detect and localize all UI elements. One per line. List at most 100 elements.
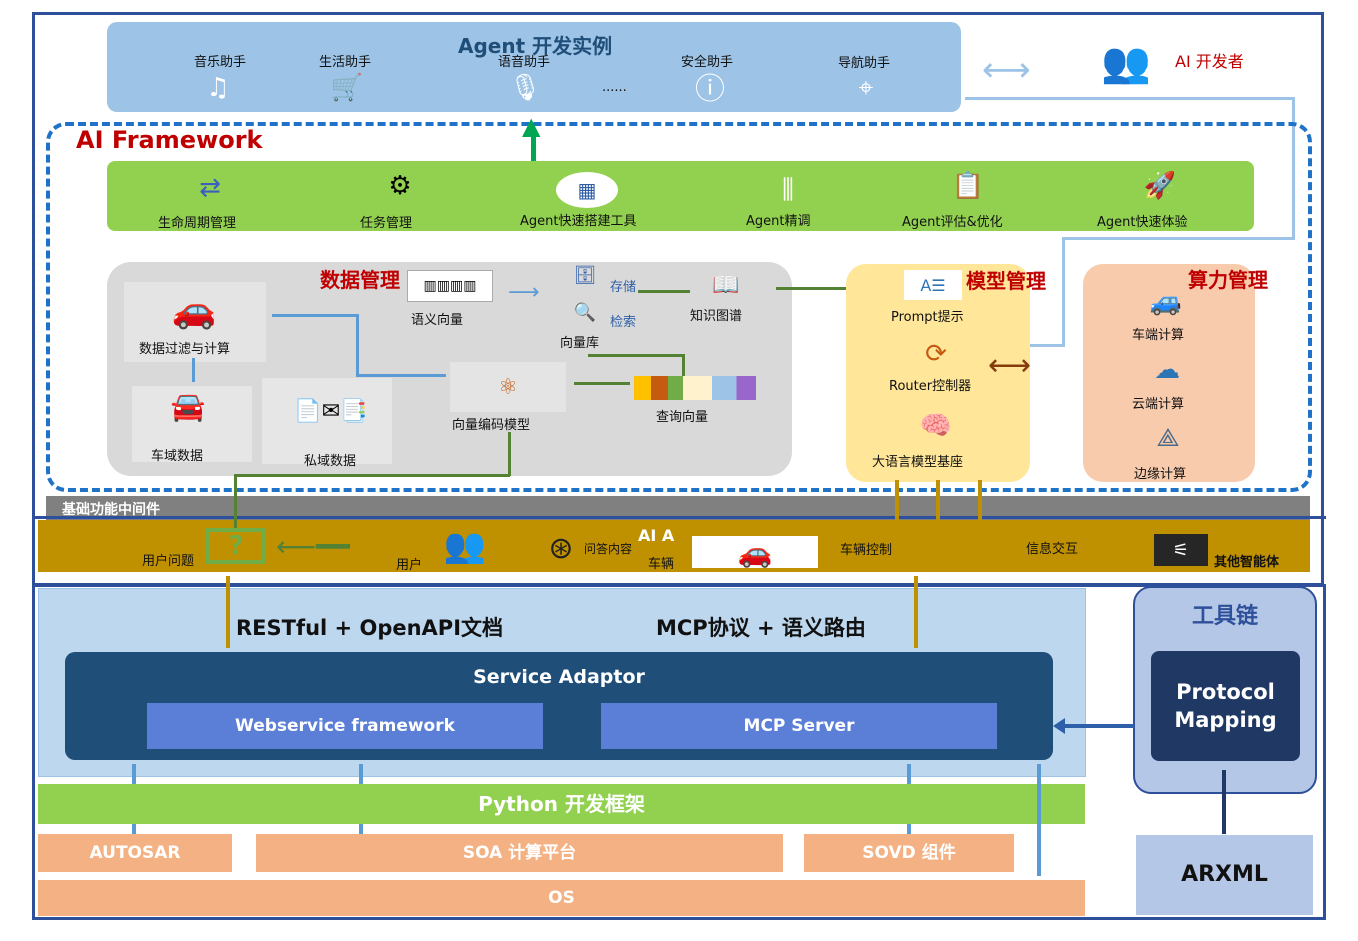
bidirectional-arrow bbox=[359, 764, 363, 784]
semantic-vector-label: 语义向量 bbox=[411, 313, 464, 328]
vector-db-label: 向量库 bbox=[560, 336, 600, 351]
vehicle-compute-icon: 🚙 bbox=[1149, 287, 1183, 317]
mcp-label: MCP协议 + 语义路由 bbox=[656, 616, 866, 640]
agent-item: 音乐助手 bbox=[194, 55, 247, 70]
compute-item: 车端计算 bbox=[1132, 328, 1185, 343]
bidirectional-arrow bbox=[132, 824, 136, 834]
location-icon: ⌖ bbox=[858, 72, 874, 103]
model-item: 大语言模型基座 bbox=[872, 455, 964, 470]
music-icon: ♫ bbox=[206, 73, 230, 103]
filter-card bbox=[124, 282, 266, 362]
vehicle-data-card bbox=[132, 386, 252, 462]
private-data-card bbox=[262, 378, 392, 464]
tool-label: Agent精调 bbox=[746, 214, 811, 229]
tool-label: Agent评估&优化 bbox=[902, 215, 1003, 230]
cart-icon: 🛒 bbox=[330, 73, 364, 103]
vehicle-control-label: 车辆控制 bbox=[840, 543, 893, 558]
compute-management-panel bbox=[1083, 264, 1255, 482]
arrow bbox=[574, 382, 630, 385]
arrow bbox=[272, 314, 358, 317]
soa-platform: SOA 计算平台 bbox=[256, 834, 783, 872]
connector bbox=[978, 480, 982, 520]
compute-item: 云端计算 bbox=[1132, 397, 1185, 412]
brain-head-icon: 🧠 bbox=[919, 411, 953, 441]
bottom-frame bbox=[32, 584, 1326, 920]
private-data-label: 私域数据 bbox=[304, 454, 357, 469]
agent-box-icon: ⚟ bbox=[1154, 534, 1208, 566]
arrow bbox=[638, 290, 690, 293]
car-icon: 🚗 bbox=[692, 536, 818, 569]
arrow bbox=[588, 354, 684, 357]
sovd-component: SOVD 组件 bbox=[804, 834, 1014, 872]
arrow bbox=[356, 314, 359, 376]
microphone-icon: 🎙 bbox=[508, 73, 542, 103]
prompt-icon: A☰ bbox=[904, 270, 962, 300]
question-icon: ? bbox=[206, 528, 266, 564]
ai-label: AI A bbox=[638, 526, 675, 545]
documents-icon: 📄✉📑 bbox=[294, 398, 368, 424]
model-item: Router控制器 bbox=[889, 379, 972, 394]
tools-bar bbox=[107, 161, 1254, 231]
protocol-mapping: Protocol Mapping bbox=[1174, 680, 1277, 732]
tool-label: Agent快速搭建工具 bbox=[520, 214, 637, 229]
mcp-server: MCP Server bbox=[601, 703, 997, 749]
cloud-chip-icon: ☁ bbox=[1154, 355, 1180, 385]
vehicle-label: 车辆 bbox=[648, 557, 675, 572]
arrow: ⟶ bbox=[508, 280, 540, 305]
query-vector-bars bbox=[634, 376, 756, 400]
agent-item: ...... bbox=[602, 80, 627, 95]
arrow-left bbox=[1062, 724, 1134, 728]
vehicle-data-label: 车域数据 bbox=[151, 449, 204, 464]
retrieve-label: 检索 bbox=[610, 315, 637, 330]
evaluate-icon: 📋 bbox=[951, 171, 985, 201]
network-icon: ⊛ bbox=[548, 530, 574, 566]
model-item: Prompt提示 bbox=[891, 310, 964, 325]
filter-label: 数据过滤与计算 bbox=[139, 342, 231, 357]
bidirectional-arrow: ⟷ bbox=[988, 348, 1032, 383]
experience-icon: 🚀 bbox=[1143, 171, 1177, 201]
restful-label: RESTful + OpenAPI文档 bbox=[236, 616, 504, 640]
autosar: AUTOSAR bbox=[38, 834, 232, 872]
ai-framework-box bbox=[46, 122, 1312, 492]
connector-line bbox=[998, 344, 1065, 347]
green-connector bbox=[234, 474, 237, 528]
users-icon: 👥 bbox=[443, 526, 487, 566]
bidirectional-arrow bbox=[226, 576, 230, 648]
ai-framework-title: AI Framework bbox=[76, 126, 263, 154]
car-icon: 🚗 bbox=[171, 290, 217, 331]
model-management-panel bbox=[846, 264, 1030, 482]
green-connector bbox=[508, 432, 511, 476]
bidirectional-arrow bbox=[359, 824, 363, 834]
book-icon: 📖 bbox=[712, 272, 740, 298]
search-icon: 🔍 bbox=[573, 301, 597, 323]
os: OS bbox=[38, 880, 1085, 916]
bidirectional-arrow bbox=[907, 824, 911, 834]
arrow-left: ⟵━━ bbox=[276, 530, 350, 563]
connector-line bbox=[1062, 237, 1065, 347]
agent-item: 语音助手 bbox=[498, 55, 551, 70]
arrow bbox=[192, 358, 195, 382]
protocol-mapping-box: Protocol Mapping bbox=[1151, 651, 1300, 761]
up-arrow-head: ▲ bbox=[522, 112, 541, 140]
build-tool-icon: ▦ bbox=[556, 172, 618, 208]
store-label: 存储 bbox=[610, 280, 637, 295]
user-question-label: 用户问题 bbox=[142, 554, 195, 569]
green-connector bbox=[234, 474, 510, 477]
connector bbox=[936, 480, 940, 520]
connector-line bbox=[1062, 237, 1295, 240]
info-label: 信息交互 bbox=[1026, 542, 1079, 557]
arxml: ARXML bbox=[1136, 835, 1313, 915]
toolchain-title: 工具链 bbox=[1191, 604, 1258, 629]
developer-icon: 👥 bbox=[1101, 39, 1151, 86]
finetune-icon: ⫼ bbox=[782, 174, 794, 205]
connector bbox=[895, 480, 899, 520]
info-icon: ⓘ bbox=[695, 72, 725, 107]
agent-item: 安全助手 bbox=[681, 55, 734, 70]
semantic-vector-icon: ▥▥▥▥ bbox=[407, 270, 493, 302]
query-vector-label: 查询向量 bbox=[656, 410, 709, 425]
bidirectional-arrow: ⟷ bbox=[982, 50, 1031, 90]
webservice-framework: Webservice framework bbox=[147, 703, 543, 749]
agent-item: 生活助手 bbox=[319, 55, 372, 70]
agent-title: Agent 开发实例 bbox=[458, 34, 613, 58]
arrow bbox=[776, 287, 888, 290]
